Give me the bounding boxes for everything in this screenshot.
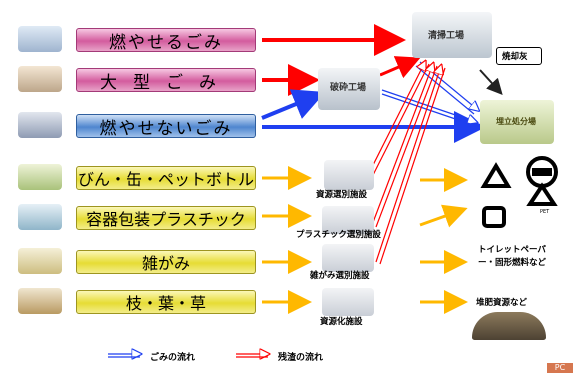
residue-arrow-2: [371, 64, 433, 226]
branches-leaves-icon: [18, 288, 62, 314]
category-large: 大型ごみ: [76, 68, 256, 93]
arrow-plastic-to-marks: [419, 204, 468, 228]
category-bottles-cans: びん・缶・ペットボトル: [76, 166, 256, 190]
arrow-crushing-to-landfill: [381, 89, 476, 122]
residue-arrow-1: [367, 62, 425, 176]
plastic-sorting-building: [322, 206, 374, 234]
incineration-plant: [412, 12, 492, 58]
resource-sorting-building: [324, 160, 374, 190]
category-plastic: 容器包装プラスチック: [76, 206, 256, 230]
category-paper: 雑がみ: [76, 250, 256, 274]
compost-output: 堆肥資源など: [476, 298, 528, 308]
ash-callout: [496, 47, 542, 65]
category-burnable: 燃やせるごみ: [76, 28, 256, 53]
category-nonburnable: 燃やせないごみ: [76, 114, 256, 139]
bottles-cans-icon: [18, 164, 62, 190]
arrow-crushing-to-incineration: [379, 56, 421, 79]
large-waste-icon: [18, 66, 62, 92]
mixed-paper-icon: [18, 248, 62, 274]
residue-arrow-3: [375, 66, 441, 263]
burnable-waste-icon: [18, 26, 62, 52]
legend-waste-flow: ごみの流れ: [150, 353, 196, 363]
paper-sorting-building: [322, 244, 374, 272]
nonburnable-waste-icon: [18, 112, 62, 138]
landfill-site: [480, 100, 554, 144]
compost-pile-image: [472, 312, 546, 340]
page-badge: PC: [547, 363, 573, 373]
arrow-ash: [479, 69, 503, 95]
resource-sorting-label: 資源選別施設: [316, 190, 368, 200]
crushing-plant-sign: 破砕工場: [330, 83, 367, 93]
legend-residue-flow: 残渣の流れ: [278, 353, 324, 363]
recycle-marks-icon: [480, 156, 558, 228]
toilet-paper-output: トイレットペーパー・固形燃料など: [478, 245, 547, 268]
crushing-plant: [318, 68, 380, 110]
category-branches: 枝・葉・草: [76, 290, 256, 314]
incineration-plant-sign: 清掃工場: [428, 31, 465, 41]
paper-sorting-label: 雑がみ選別施設: [310, 271, 370, 281]
pet-mark-label: PET: [540, 209, 550, 215]
composting-label: 資源化施設: [320, 317, 363, 327]
ash-label: 焼却灰: [502, 52, 528, 62]
plastic-sorting-label: プラスチック選別施設: [296, 230, 381, 240]
composting-building: [322, 288, 374, 316]
landfill-site-sign: 埋立処分場: [496, 117, 536, 126]
arrow-nonburnable-to-crushing: [261, 89, 326, 120]
plastic-packaging-icon: [18, 204, 62, 230]
